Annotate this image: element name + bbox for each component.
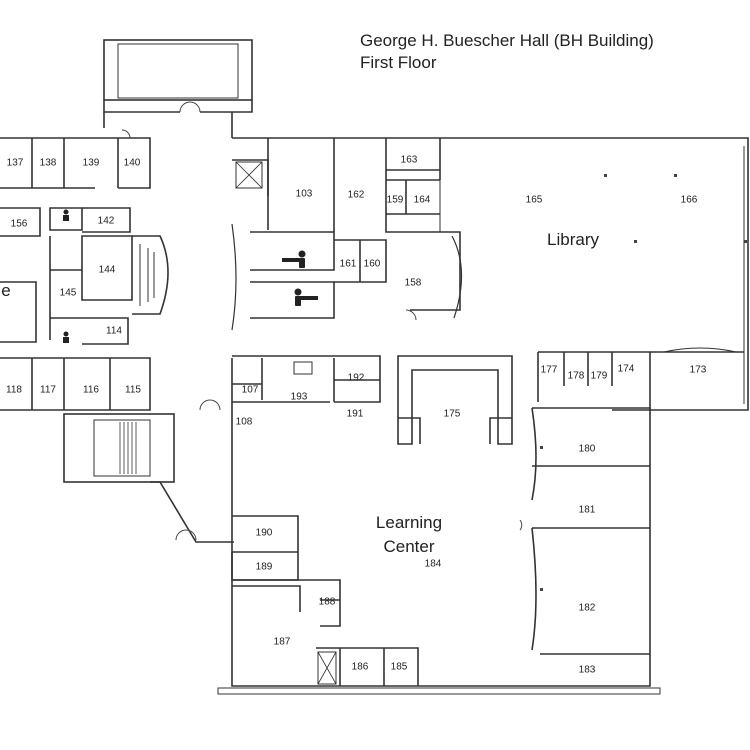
room-165[interactable]: 165 (525, 194, 543, 206)
room-185[interactable]: 185 (390, 661, 408, 673)
room-116[interactable]: 116 (83, 384, 99, 396)
room-160[interactable]: 160 (363, 258, 381, 270)
room-138[interactable]: 138 (39, 157, 57, 169)
room-175[interactable]: 175 (443, 408, 461, 420)
room-118[interactable]: 118 (6, 384, 22, 396)
room-182[interactable]: 182 (578, 602, 596, 614)
room-193[interactable]: 193 (290, 391, 308, 403)
room-162[interactable]: 162 (347, 189, 365, 201)
room-145[interactable]: 145 (59, 287, 77, 299)
room-189[interactable]: 189 (255, 561, 273, 573)
room-186[interactable]: 186 (351, 661, 369, 673)
room-192[interactable]: 192 (347, 372, 365, 384)
room-158[interactable]: 158 (404, 277, 422, 289)
room-142[interactable]: 142 (97, 215, 115, 227)
building-title: George H. Buescher Hall (BH Building) (360, 31, 654, 50)
room-115[interactable]: 115 (125, 384, 141, 396)
room-163[interactable]: 163 (400, 154, 418, 166)
room-184[interactable]: 184 (424, 558, 442, 570)
floor-label: First Floor (360, 53, 437, 72)
room-181[interactable]: 181 (578, 504, 596, 516)
room-177[interactable]: 177 (540, 364, 558, 376)
room-159[interactable]: 159 (386, 194, 404, 206)
room-156[interactable]: 156 (10, 218, 28, 230)
room-187[interactable]: 187 (273, 636, 291, 648)
room-183[interactable]: 183 (578, 664, 596, 676)
room-144[interactable]: 144 (98, 264, 116, 276)
room-103[interactable]: 103 (295, 188, 313, 200)
room-140[interactable]: 140 (123, 157, 141, 169)
room-178[interactable]: 178 (567, 370, 585, 382)
room-174[interactable]: 174 (617, 363, 635, 375)
room-190[interactable]: 190 (255, 527, 273, 539)
room-108[interactable]: 108 (235, 416, 253, 428)
room-139[interactable]: 139 (82, 157, 100, 169)
room-117[interactable]: 117 (40, 384, 56, 396)
room-191[interactable]: 191 (346, 408, 364, 420)
library-label: Library (547, 230, 599, 249)
left-partial-label: e (1, 281, 11, 300)
room-188[interactable]: 188 (318, 596, 336, 608)
restroom-icon (63, 209, 318, 343)
room-137[interactable]: 137 (6, 157, 24, 169)
room-114[interactable]: 114 (106, 325, 122, 337)
room-107[interactable]: 107 (241, 384, 259, 396)
room-179[interactable]: 179 (590, 370, 608, 382)
room-173[interactable]: 173 (689, 364, 707, 376)
room-166[interactable]: 166 (680, 194, 698, 206)
room-164[interactable]: 164 (413, 194, 431, 206)
room-180[interactable]: 180 (578, 443, 596, 455)
room-161[interactable]: 161 (339, 258, 357, 270)
